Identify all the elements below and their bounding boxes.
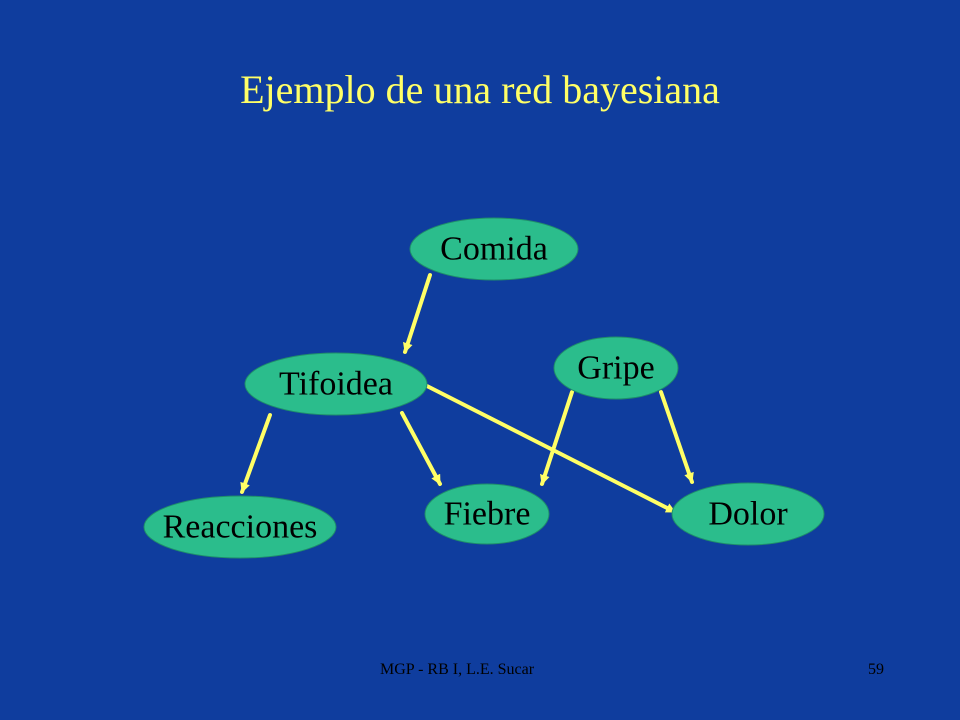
edge-gripe-fiebre [540, 390, 574, 486]
node-dolor: Dolor [671, 482, 825, 546]
page-number: 59 [868, 661, 884, 678]
node-label-gripe: Gripe [577, 350, 654, 387]
node-label-comida: Comida [440, 231, 548, 268]
node-comida: Comida [409, 217, 579, 281]
node-label-dolor: Dolor [708, 496, 788, 533]
edge-comida-tifoidea [403, 273, 432, 354]
node-reacciones: Reacciones [143, 495, 337, 559]
edge-tifoidea-reacciones [240, 413, 272, 494]
slide-title: Ejemplo de una red bayesiana [240, 67, 720, 112]
footer-author: MGP - RB I, L.E. Sucar [380, 661, 535, 678]
edge-tifoidea-dolor [423, 383, 677, 514]
edge-gripe-dolor [659, 390, 694, 484]
edge-tifoidea-fiebre [400, 411, 442, 486]
node-fiebre: Fiebre [424, 483, 550, 545]
node-tifoidea: Tifoidea [244, 352, 428, 416]
node-gripe: Gripe [553, 336, 679, 400]
node-label-reacciones: Reacciones [163, 509, 318, 546]
node-label-tifoidea: Tifoidea [279, 366, 393, 403]
node-label-fiebre: Fiebre [444, 496, 531, 533]
